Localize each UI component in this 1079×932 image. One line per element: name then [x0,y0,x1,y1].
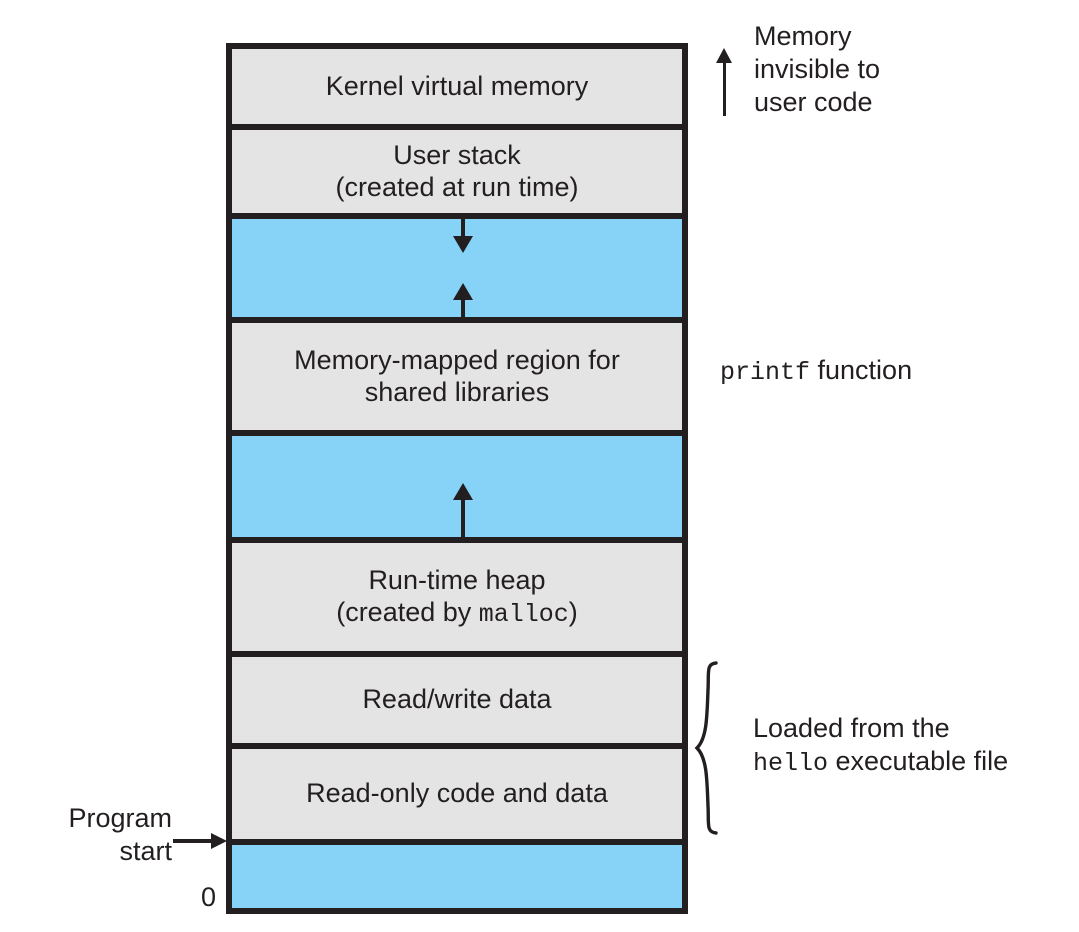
kernel-note-up-arrow [714,48,736,116]
block-label-read-write-data: Read/write data [362,684,552,715]
block-user-stack: User stack(created at run time) [232,130,682,213]
loaded-mono-text: hello [753,748,829,778]
user-stack-line1: User stack [393,139,521,170]
block-read-only-code-and-data: Read-only code and data [232,749,682,839]
kernel-note-text: Memory invisible to user code [754,21,881,117]
stack-gap-up-arrow [450,283,476,317]
heap-line2-suffix: ) [568,596,578,627]
program-start-label: Program start [68,803,172,866]
arrow-head [716,48,732,63]
loaded-rest-text: executable file [828,745,1009,776]
block-label-kernel-virtual-memory: Kernel virtual memory [325,70,589,101]
heap-line2-mono: malloc [478,599,569,629]
printf-note: printf function [720,354,1050,389]
block-label-read-only-code-and-data: Read-only code and data [306,778,608,809]
block-unused-low-memory [232,845,682,908]
block-label-run-time-heap: Run-time heap(created by malloc) [328,565,586,629]
block-heap-gap [232,436,682,537]
arrow-head [453,283,473,300]
program-start-arrow [173,833,227,849]
block-stack-gap [232,219,682,317]
block-kernel-virtual-memory: Kernel virtual memory [232,49,682,124]
loaded-from-executable-brace [694,660,724,836]
zero-address-label: 0 [200,882,216,912]
heap-grows-up-arrow [450,483,476,537]
arrow-shaft [461,297,465,317]
printf-mono-text: printf [720,358,811,387]
arrow-head [211,833,227,849]
block-label-user-stack: User stack(created at run time) [327,140,586,204]
heap-line1: Run-time heap [368,564,546,595]
mmap-line1: Memory-mapped region for [294,344,620,375]
user-stack-line2: (created at run time) [335,171,579,202]
arrow-shaft [461,497,465,537]
arrow-shaft [723,60,726,116]
brace-icon [694,661,718,835]
virtual-address-space-column: Kernel virtual memory User stack(created… [226,43,688,914]
printf-rest-text: function [810,355,913,385]
arrow-head [453,236,473,253]
block-run-time-heap: Run-time heap(created by malloc) [232,543,682,651]
stack-grows-down-arrow [450,219,476,253]
loaded-line1-text: Loaded from the [753,713,950,743]
heap-line2-prefix: (created by [336,596,479,627]
arrow-head [453,483,473,500]
arrow-shaft [173,839,215,843]
loaded-from-executable-note: Loaded from the hello executable file [753,712,1079,779]
mmap-line2: shared libraries [364,376,550,407]
block-read-write-data: Read/write data [232,657,682,743]
arrow-shaft [461,219,465,239]
